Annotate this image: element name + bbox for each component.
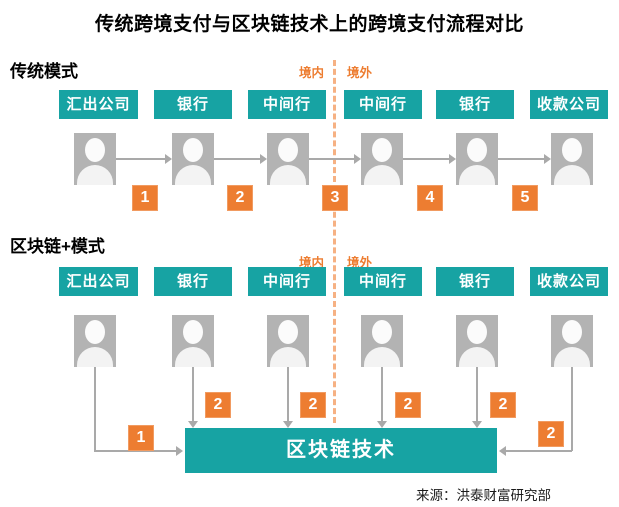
region-label-domestic-top: 境内	[299, 66, 325, 80]
step-badge: 5	[512, 185, 538, 211]
connector-line	[94, 367, 96, 451]
step-badge: 4	[417, 185, 443, 211]
entity-box-intermediary-domestic-2: 中间行	[248, 267, 326, 296]
connector-line	[571, 367, 573, 451]
flow-arrow-right-icon	[498, 154, 551, 164]
entity-box-intermediary-overseas-1: 中间行	[344, 90, 422, 119]
section-heading-blockchain: 区块链+模式	[10, 237, 105, 256]
person-icon	[456, 315, 498, 367]
region-label-overseas-top: 境外	[347, 66, 373, 80]
entity-box-bank-domestic-2: 银行	[154, 267, 232, 296]
flow-arrow-down-icon	[283, 367, 293, 428]
person-icon	[551, 133, 593, 185]
step-badge: 2	[300, 392, 326, 418]
blockchain-hub: 区块链技术	[185, 428, 497, 473]
person-icon	[74, 315, 116, 367]
entity-box-intermediary-overseas-2: 中间行	[344, 267, 422, 296]
source-caption: 来源：洪泰财富研究部	[416, 488, 551, 503]
person-icon	[551, 315, 593, 367]
flow-arrow-right-icon	[309, 154, 361, 164]
entity-box-bank-domestic-1: 银行	[154, 90, 232, 119]
step-badge: 2	[205, 392, 231, 418]
step-badge: 2	[227, 185, 253, 211]
person-icon	[74, 133, 116, 185]
section-heading-traditional: 传统模式	[10, 62, 78, 81]
flow-arrow-down-icon	[472, 367, 482, 428]
page-title: 传统跨境支付与区块链技术上的跨境支付流程对比	[94, 14, 524, 35]
step-badge: 1	[128, 425, 154, 451]
step-badge: 2	[490, 392, 516, 418]
person-icon	[361, 315, 403, 367]
step-badge: 2	[538, 421, 564, 447]
domestic-overseas-divider	[333, 60, 336, 423]
person-icon	[361, 133, 403, 185]
region-label-overseas-bottom: 境外	[347, 256, 373, 270]
entity-box-bank-overseas-2: 银行	[436, 267, 514, 296]
person-icon	[456, 133, 498, 185]
entity-box-receiving-company-1: 收款公司	[530, 90, 608, 119]
entity-box-intermediary-domestic-1: 中间行	[248, 90, 326, 119]
person-icon	[267, 133, 309, 185]
entity-box-remitting-company-1: 汇出公司	[59, 90, 138, 119]
entity-box-receiving-company-2: 收款公司	[530, 267, 608, 296]
flow-arrow-right-icon	[403, 154, 456, 164]
step-badge: 2	[395, 392, 421, 418]
flow-arrow-down-icon	[377, 367, 387, 428]
flow-arrow-left-icon	[499, 446, 572, 456]
person-icon	[267, 315, 309, 367]
person-icon	[172, 315, 214, 367]
flow-arrow-right-icon	[116, 154, 172, 164]
flow-arrow-right-icon	[214, 154, 267, 164]
region-label-domestic-bottom: 境内	[299, 256, 325, 270]
entity-box-bank-overseas-1: 银行	[436, 90, 514, 119]
step-badge: 3	[322, 185, 348, 211]
flow-arrow-right-icon	[94, 446, 183, 456]
entity-box-remitting-company-2: 汇出公司	[59, 267, 138, 296]
flow-arrow-down-icon	[188, 367, 198, 428]
person-icon	[172, 133, 214, 185]
step-badge: 1	[132, 185, 158, 211]
